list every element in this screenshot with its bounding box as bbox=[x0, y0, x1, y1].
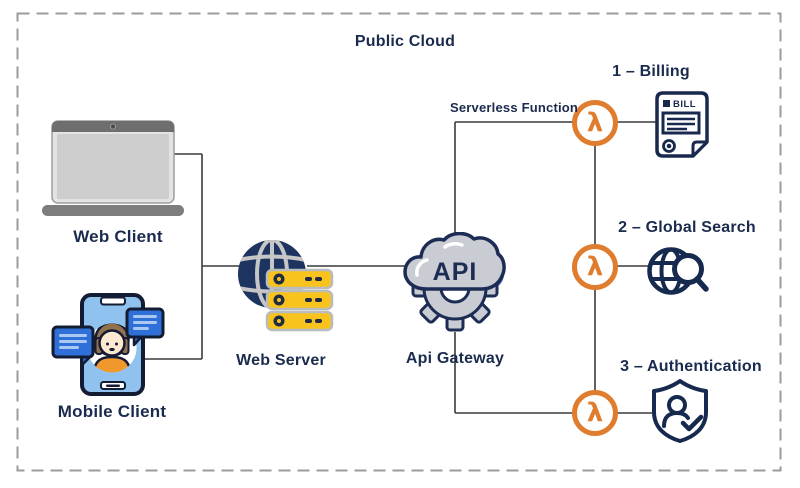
serverless-function-label: Serverless Function bbox=[450, 100, 579, 115]
smartphone-chat-icon bbox=[51, 293, 165, 396]
lambda-badge-3: λ bbox=[572, 390, 618, 436]
web-client-label: Web Client bbox=[73, 227, 163, 246]
laptop-icon bbox=[42, 120, 184, 216]
cloud-boundary-border bbox=[16, 12, 782, 472]
web-server-label: Web Server bbox=[236, 352, 326, 369]
authentication-label: 3 – Authentication bbox=[620, 358, 762, 375]
shield-user-check-icon bbox=[652, 379, 708, 443]
bill-document-icon: BILL bbox=[655, 91, 709, 158]
globe-server-icon bbox=[238, 240, 334, 332]
mobile-client-label: Mobile Client bbox=[57, 402, 167, 421]
global-search-label: 2 – Global Search bbox=[618, 219, 756, 236]
lambda-icon: λ bbox=[586, 398, 604, 428]
person-avatar-icon bbox=[91, 323, 133, 373]
diagram-title: Public Cloud bbox=[354, 33, 456, 50]
api-badge-text: API bbox=[433, 258, 478, 286]
server-stack-icon bbox=[265, 268, 334, 332]
lambda-badge-2: λ bbox=[572, 244, 618, 290]
chat-bubble-left-icon bbox=[51, 325, 95, 367]
lambda-icon: λ bbox=[586, 108, 604, 138]
billing-label: 1 – Billing bbox=[612, 63, 690, 80]
webcam-dot-icon bbox=[109, 123, 117, 130]
lambda-badge-1: λ bbox=[572, 100, 618, 146]
globe-magnifier-icon bbox=[647, 247, 709, 295]
bill-doc-text: BILL bbox=[673, 99, 696, 110]
lambda-icon: λ bbox=[586, 252, 604, 282]
chat-bubble-right-icon bbox=[125, 307, 165, 347]
api-gateway-label: Api Gateway bbox=[405, 350, 505, 367]
cloud-gear-icon: API bbox=[403, 232, 506, 332]
